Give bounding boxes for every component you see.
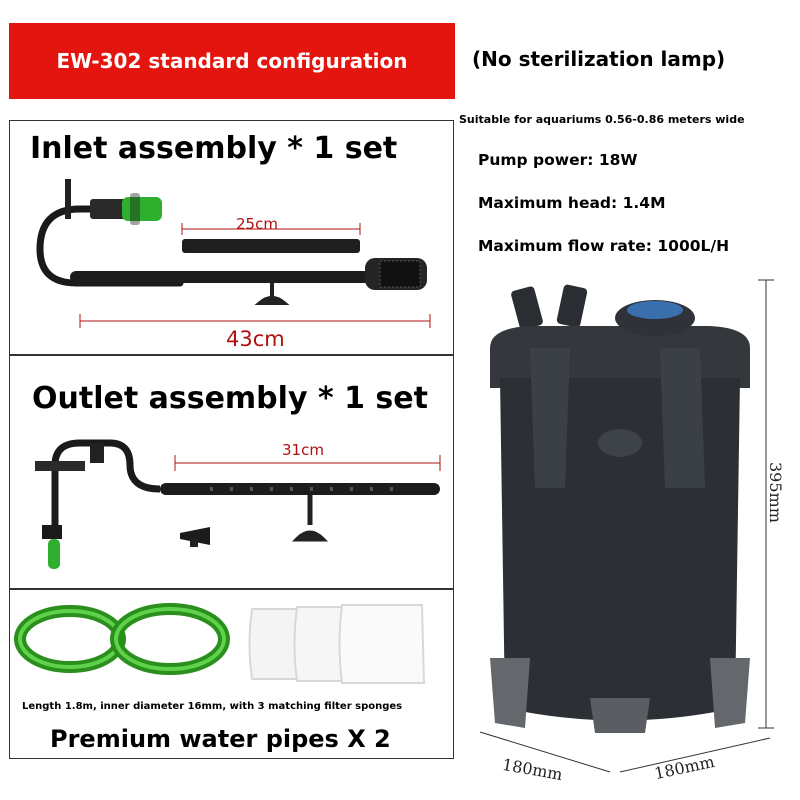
no-lamp-note: (No sterilization lamp) [472, 47, 726, 71]
filter-sponges-image [248, 604, 426, 684]
inlet-title: Inlet assembly * 1 set [30, 131, 398, 166]
pump-power-text: Pump power: 18W [478, 151, 638, 169]
config-banner: EW-302 standard configuration [9, 23, 455, 99]
water-pipes-image [14, 603, 230, 675]
pipes-title: Premium water pipes X 2 [50, 725, 391, 753]
banner-text: EW-302 standard configuration [56, 49, 408, 73]
inlet-total-length: 43cm [226, 327, 285, 351]
inlet-extension-length: 25cm [236, 215, 278, 233]
filter-height: 395mm [766, 462, 785, 523]
outlet-panel: Outlet assembly * 1 set 31cm [9, 354, 454, 590]
max-flow-text: Maximum flow rate: 1000L/H [478, 237, 730, 255]
outlet-assembly-image [35, 439, 441, 569]
suitable-text: Suitable for aquariums 0.56-0.86 meters … [459, 113, 745, 126]
inlet-panel: Inlet assembly * 1 set 25cm 43cm [9, 120, 454, 356]
accessories-panel: Length 1.8m, inner diameter 16mm, with 3… [9, 588, 454, 759]
outlet-length: 31cm [282, 441, 324, 459]
inlet-assembly-image [36, 179, 431, 328]
max-head-text: Maximum head: 1.4M [478, 194, 666, 212]
outlet-title: Outlet assembly * 1 set [32, 381, 428, 416]
pipes-caption: Length 1.8m, inner diameter 16mm, with 3… [22, 701, 403, 712]
canister-filter-image [490, 279, 774, 733]
base-dimension-lines [479, 731, 771, 773]
